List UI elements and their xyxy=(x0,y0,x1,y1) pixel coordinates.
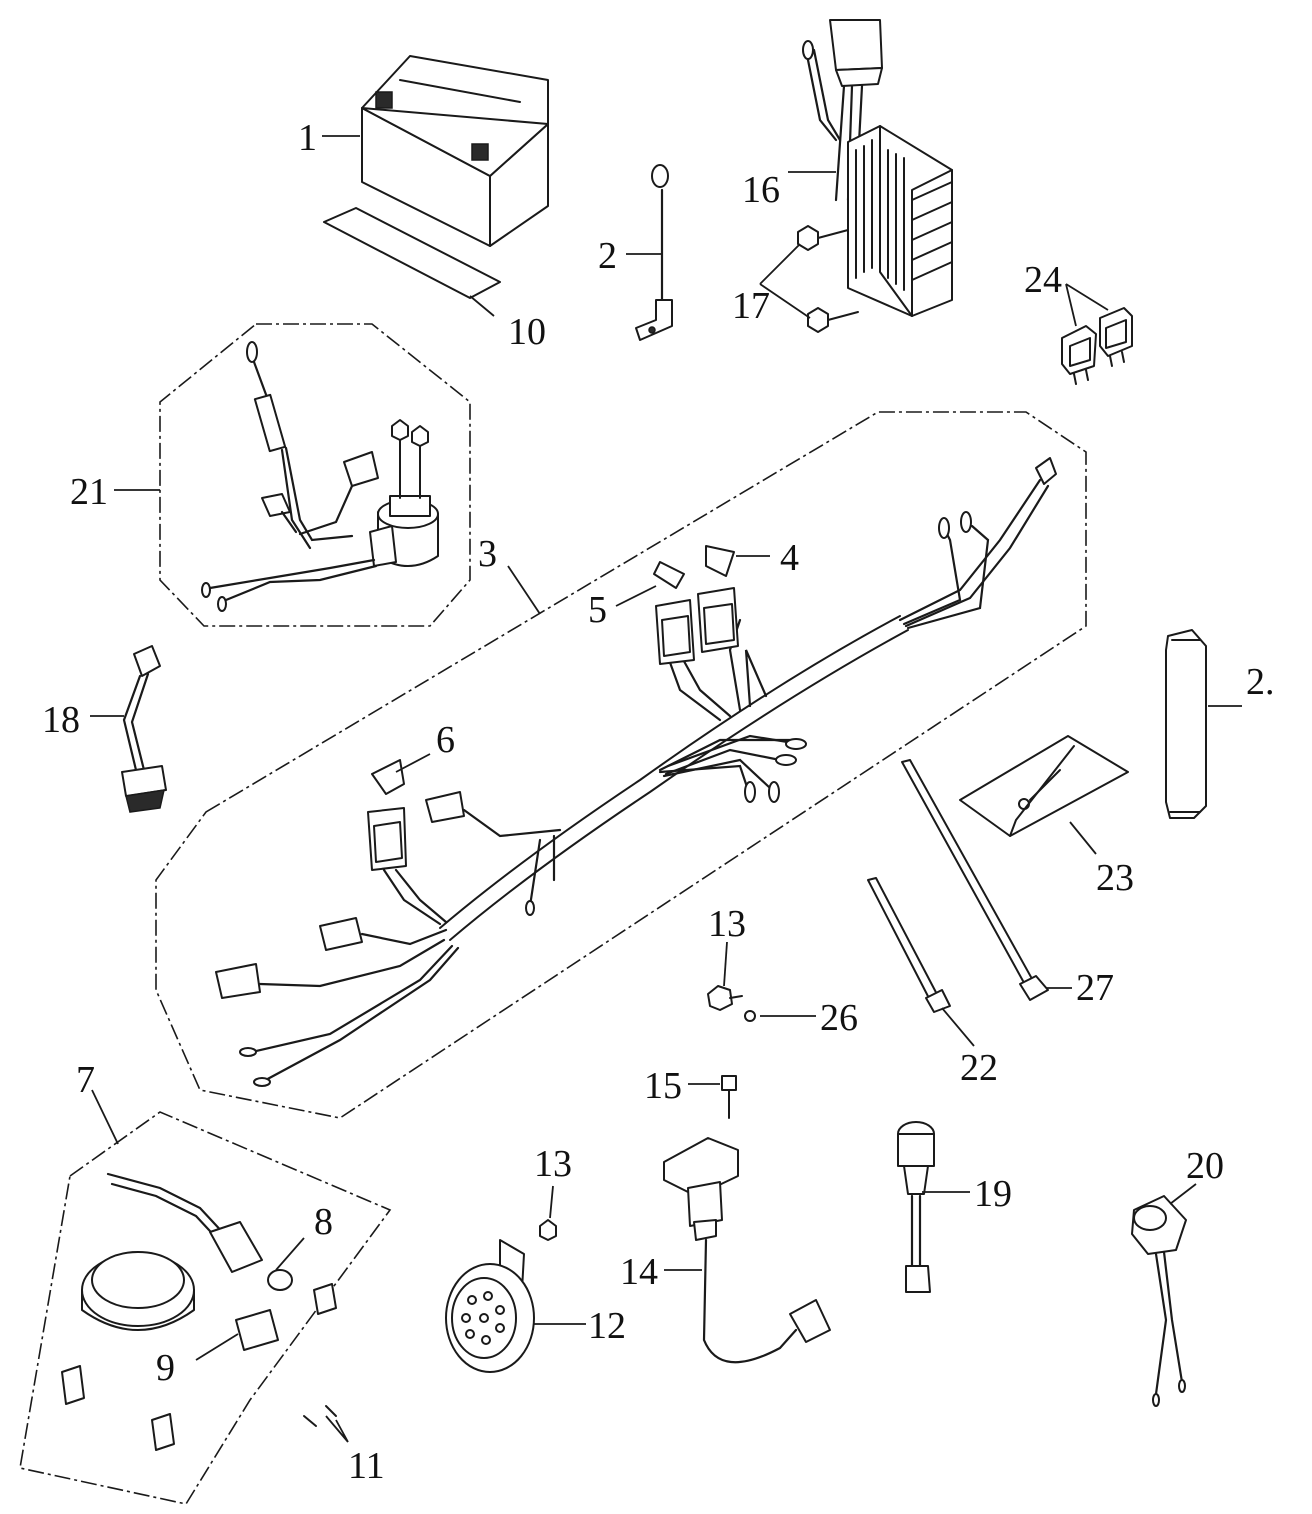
voltage-regulator xyxy=(802,19,953,317)
cable-tie-long xyxy=(901,759,1049,1001)
callout-9: 9 xyxy=(156,1347,175,1389)
group-outline-meter-assembly xyxy=(19,1111,392,1505)
coil-bolt xyxy=(721,1075,737,1119)
callout-7: 7 xyxy=(76,1059,95,1101)
callout-12: 12 xyxy=(588,1305,626,1347)
leader-lines xyxy=(90,135,1242,1443)
battery xyxy=(361,55,549,247)
main-wire-harness xyxy=(215,457,1057,1087)
bolt-with-washer xyxy=(707,985,756,1022)
callout-13-horn: 13 xyxy=(534,1143,572,1185)
callout-8: 8 xyxy=(314,1201,333,1243)
temperature-sensor xyxy=(1131,1195,1187,1407)
callout-21: 21 xyxy=(70,471,108,513)
cable-tie-short xyxy=(867,877,951,1013)
callout-22: 22 xyxy=(960,1047,998,1089)
callout-17: 17 xyxy=(732,285,770,327)
callout-23: 23 xyxy=(1096,857,1134,899)
battery-pad xyxy=(323,207,501,299)
callout-27: 27 xyxy=(1076,967,1114,1009)
oil-sensor xyxy=(121,645,167,813)
meter-screws xyxy=(303,1405,337,1427)
horn-bolt xyxy=(539,1219,557,1241)
callout-11: 11 xyxy=(348,1445,385,1487)
horn xyxy=(445,1239,535,1373)
callout-15: 15 xyxy=(644,1065,682,1107)
callout-19: 19 xyxy=(974,1173,1012,1215)
callout-2: 2 xyxy=(598,235,617,277)
callout-4: 4 xyxy=(780,537,799,579)
callout-5: 5 xyxy=(588,589,607,631)
callout-13-bolt: 13 xyxy=(708,903,746,945)
parts-bag xyxy=(959,735,1129,837)
battery-cable xyxy=(635,164,673,341)
group-outline-starter-relay xyxy=(159,323,471,627)
callout-3: 3 xyxy=(478,533,497,575)
callout-1: 1 xyxy=(298,117,317,159)
ignition-coil xyxy=(663,1137,831,1364)
callout-26: 26 xyxy=(820,997,858,1039)
callout-18: 18 xyxy=(42,699,80,741)
callout-24: 24 xyxy=(1024,259,1062,301)
callout-6: 6 xyxy=(436,719,455,761)
callout-20: 20 xyxy=(1186,1145,1224,1187)
starter-relay xyxy=(201,341,439,612)
regulator-bolts xyxy=(797,225,859,333)
rubber-strap xyxy=(1165,629,1207,819)
callout-14: 14 xyxy=(620,1251,658,1293)
callout-16: 16 xyxy=(742,169,780,211)
meter-assembly xyxy=(61,1172,337,1451)
relays xyxy=(1061,307,1133,385)
neutral-switch xyxy=(897,1121,935,1293)
group-outline-wire-harness xyxy=(155,411,1087,1119)
callout-10: 10 xyxy=(508,311,546,353)
callout-2-strap: 2. xyxy=(1246,661,1275,703)
